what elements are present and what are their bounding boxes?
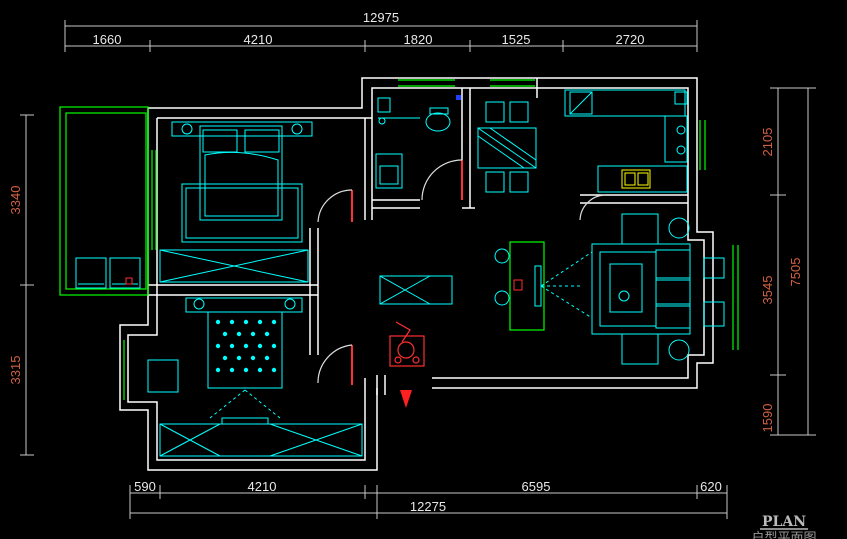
desk-chair-icon [389,321,425,367]
bed-pattern [215,319,277,373]
sink-icon [375,153,403,189]
entry-arrow-icon [400,390,412,408]
dim-top-3: 1820 [404,32,433,47]
side-tables [494,248,725,327]
windows [59,79,739,400]
shoe-cabinet [379,275,453,305]
dim-left-1: 3340 [8,186,23,215]
sofa-icon [591,213,691,365]
bottom-dimensions [129,485,728,519]
top-dimensions [64,20,698,52]
dim-bottom-2: 4210 [248,479,277,494]
dim-right-3: 1590 [760,404,775,433]
plan-subtitle: 户型平面图 [751,530,816,539]
wardrobe-master [159,249,309,283]
dim-top-1: 1660 [93,32,122,47]
dim-bottom-1: 590 [134,479,156,494]
toilet-icon [377,97,451,132]
dim-top-2: 4210 [244,32,273,47]
washing-machine-icon [75,257,141,289]
dim-right-2: 3545 [760,276,775,305]
dim-bottom-3: 6595 [522,479,551,494]
dim-top-5: 2720 [616,32,645,47]
tv-icon [534,251,593,319]
kitchen-counter [564,89,688,193]
dim-right-overall: 7505 [788,258,803,287]
kitchen-sink-icon [621,169,651,189]
decor-item [513,279,523,291]
right-dimensions [770,87,816,436]
dim-top-4: 1525 [502,32,531,47]
dim-right-1: 2105 [760,128,775,157]
dim-left-2: 3315 [8,356,23,385]
dining-table-icon [477,101,537,193]
left-dimensions [20,114,34,456]
bed-icon-second [185,297,303,389]
dim-bottom-4: 620 [700,479,722,494]
bed-icon [171,121,313,243]
dim-top-overall: 12975 [363,10,399,25]
stove-icon [676,125,686,155]
dim-bottom-overall: 12275 [410,499,446,514]
walls [119,77,714,471]
doors [317,159,607,385]
desk-second-bedroom [147,359,363,457]
plan-label: PLAN [762,514,806,530]
drain-icon [456,95,461,100]
